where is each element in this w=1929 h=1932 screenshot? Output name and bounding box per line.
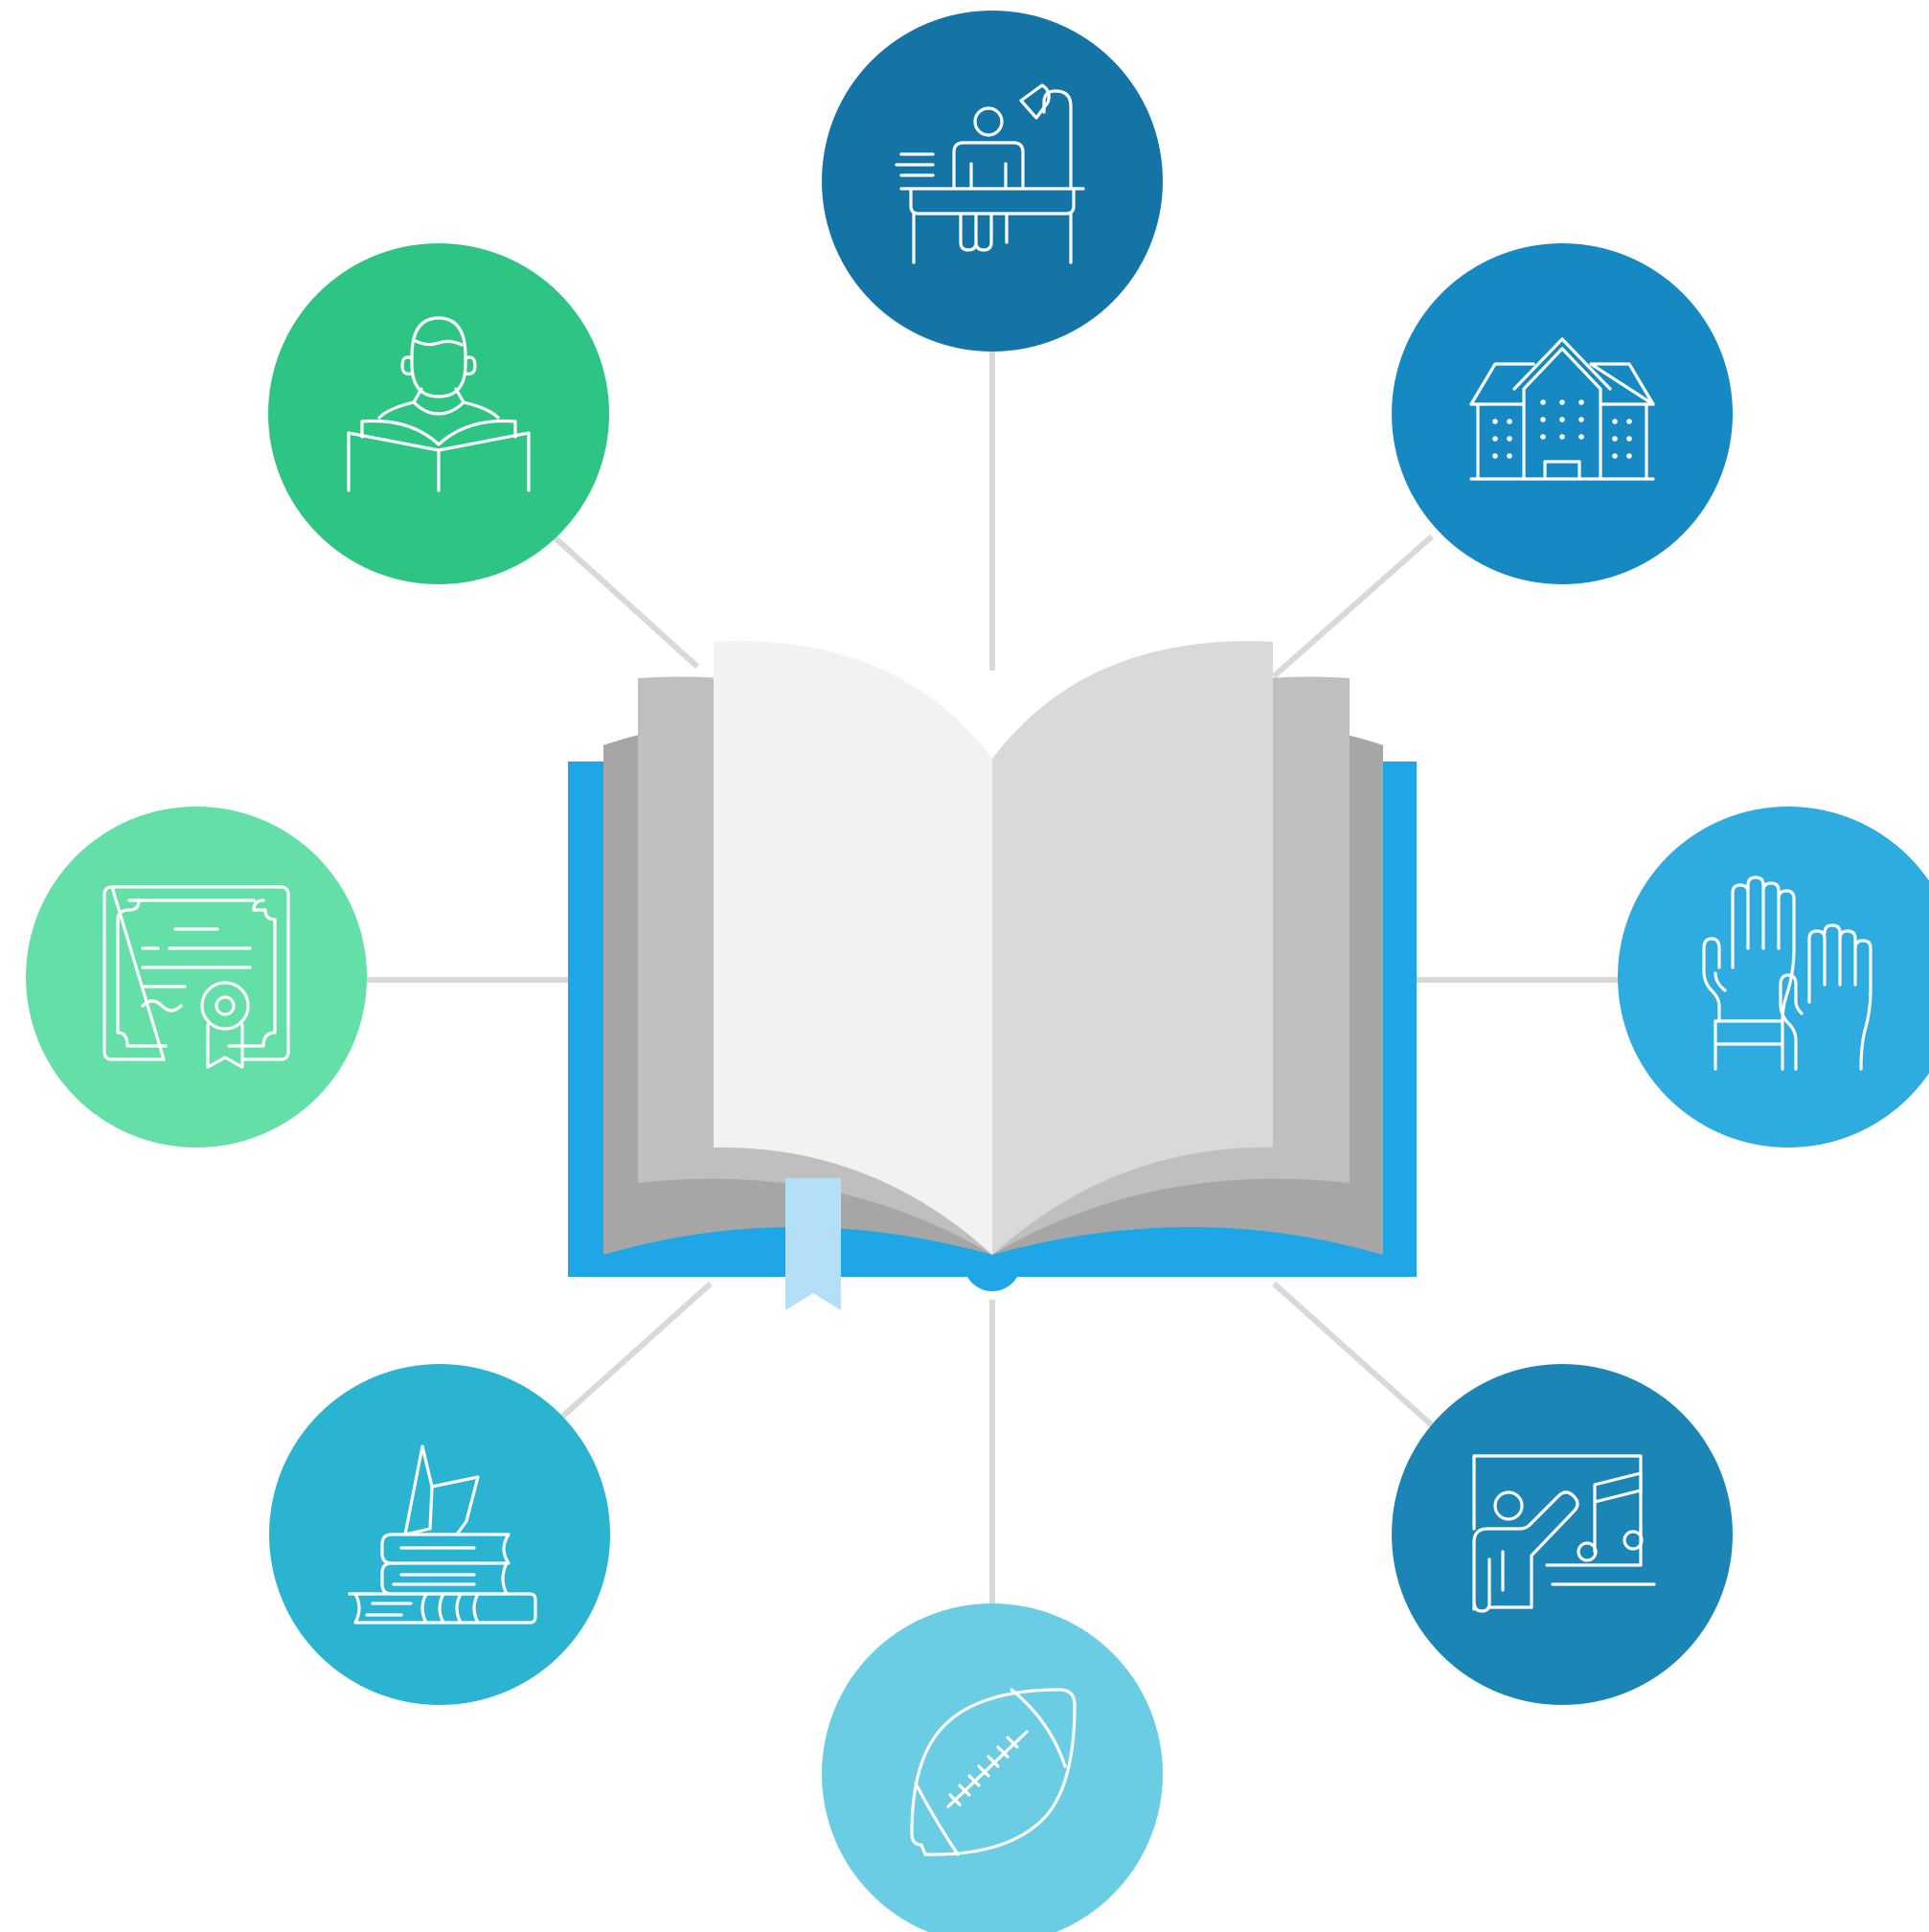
connector-bottom-right	[1271, 1281, 1435, 1428]
book-left-page	[714, 641, 992, 1255]
bookmark-ribbon	[785, 1178, 841, 1310]
book-stack-icon	[348, 1444, 537, 1625]
node-reader	[268, 243, 609, 584]
reader-icon	[347, 316, 531, 492]
node-football	[822, 1603, 1163, 1932]
node-book-stack	[269, 1364, 610, 1705]
school-building-icon	[1469, 337, 1655, 481]
node-raised-hands	[1618, 807, 1929, 1148]
connector-bottom-left	[558, 1281, 714, 1421]
connectors	[367, 351, 1619, 1604]
node-circle	[26, 807, 367, 1148]
student-at-desk-icon	[895, 83, 1085, 264]
node-circle	[822, 11, 1163, 352]
raised-hands-icon	[1702, 875, 1872, 1071]
football-icon	[910, 1688, 1077, 1856]
music-teacher-icon	[1472, 1454, 1656, 1613]
certificate-icon	[102, 885, 290, 1069]
node-certificate	[26, 807, 367, 1148]
connector-top-right	[1272, 534, 1434, 679]
connector-top-left	[551, 534, 700, 670]
node-student-at-desk	[822, 11, 1163, 352]
book-right-page	[992, 641, 1273, 1255]
node-circle	[1618, 807, 1929, 1148]
open-book-icon	[568, 641, 1417, 1310]
node-school-building	[1392, 243, 1733, 584]
node-circle	[1392, 243, 1733, 584]
node-music-teacher	[1392, 1364, 1733, 1705]
node-circle	[822, 1603, 1163, 1932]
node-circle	[1392, 1364, 1733, 1705]
